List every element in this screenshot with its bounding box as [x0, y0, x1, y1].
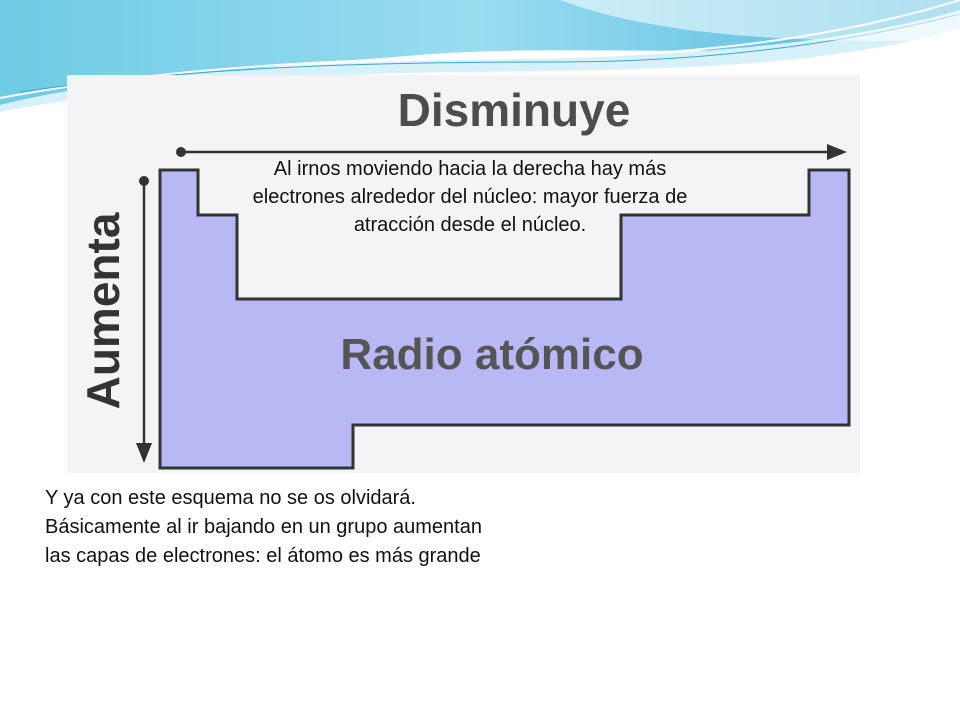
explanation-text: Y ya con este esquema no se os olvidará.…: [45, 484, 605, 571]
side-arrow-head: [136, 443, 152, 463]
side-arrow-start-dot: [139, 176, 149, 186]
callout-line: electrones alrededor del núcleo: mayor f…: [252, 186, 688, 208]
callout-line: atracción desde el núcleo.: [353, 214, 587, 236]
decreases-label: Disminuye: [397, 84, 631, 136]
explanation-line: las capas de electrones: el átomo es más…: [45, 545, 481, 567]
top-arrow-start-dot: [176, 147, 186, 157]
explanation-line: Y ya con este esquema no se os olvidará.: [45, 487, 416, 509]
periodic-table-outline: [158, 168, 851, 470]
atomic-radius-label: Radio atómico: [340, 330, 644, 379]
increases-label: Aumenta: [77, 212, 129, 410]
top-arrow-head: [827, 144, 847, 160]
atomic-radius-diagram: Disminuye Aumenta Radio atómico: [67, 75, 860, 473]
explanation-line: Básicamente al ir bajando en un grupo au…: [45, 516, 482, 538]
callout-line: Al irnos moviendo hacia la derecha hay m…: [273, 158, 667, 180]
callout-text: Al irnos moviendo hacia la derecha hay m…: [200, 155, 740, 239]
periodic-table-shape: [136, 144, 851, 470]
